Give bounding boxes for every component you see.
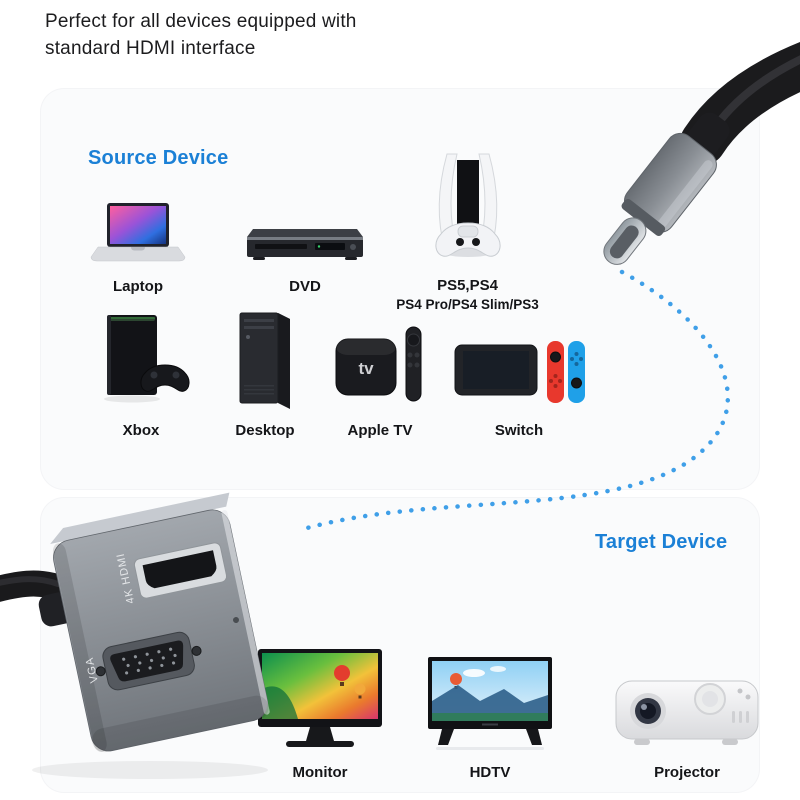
nintendo-switch-icon [453, 337, 585, 409]
source-device-title: Source Device [88, 147, 229, 169]
device-label: PS5,PS4 [437, 277, 498, 295]
laptop-icon [88, 202, 188, 265]
hdtv-icon [428, 656, 552, 751]
device-label: Xbox [122, 421, 160, 439]
device-hdtv: HDTV [428, 656, 552, 782]
device-label: Projector [654, 763, 720, 781]
device-label-sub: PS4 Pro/PS4 Slim/PS3 [396, 296, 539, 312]
playstation-icon [413, 150, 523, 264]
xbox-icon [87, 311, 195, 409]
device-label: Monitor [292, 763, 348, 781]
device-monitor: Monitor [258, 648, 382, 782]
device-label: Apple TV [347, 421, 413, 439]
device-apple-tv: tv Apple TV [332, 316, 428, 440]
device-projector: Projector [612, 668, 762, 782]
device-playstation: PS5,PS4 PS4 Pro/PS4 Slim/PS3 [385, 150, 550, 314]
device-desktop: Desktop [226, 306, 304, 440]
projector-icon [612, 665, 762, 751]
monitor-icon [258, 648, 382, 751]
device-label: Desktop [235, 421, 295, 439]
target-device-title: Target Device [595, 531, 728, 553]
device-label: HDTV [469, 763, 511, 781]
headline-line2: standard HDMI interface [45, 38, 256, 59]
apple-tv-logo-text: tv [358, 359, 374, 378]
device-switch: Switch [453, 340, 585, 440]
dvd-player-icon [245, 223, 365, 265]
device-dvd: DVD [245, 226, 365, 296]
device-label: Laptop [113, 277, 163, 295]
device-label: Switch [494, 421, 544, 439]
desktop-tower-icon [226, 303, 304, 409]
device-laptop: Laptop [88, 202, 188, 296]
device-label: DVD [289, 277, 321, 295]
headline: Perfect for all devices equipped with st… [45, 8, 357, 62]
device-xbox: Xbox [87, 314, 195, 440]
apple-tv-icon: tv [332, 313, 428, 409]
headline-line1: Perfect for all devices equipped with [45, 11, 357, 32]
